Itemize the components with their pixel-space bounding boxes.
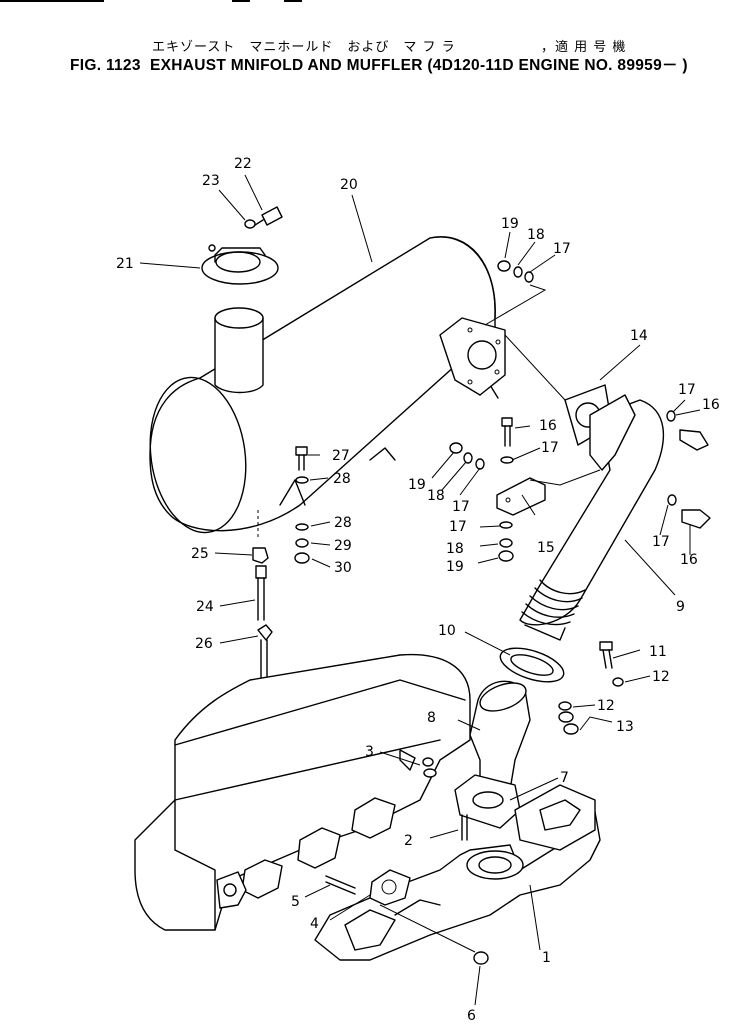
callout-7: 7 <box>560 770 569 786</box>
japanese-title: エキゾースト マニホールド および マ フ ラ <box>152 40 456 55</box>
bracket-15 <box>496 477 546 516</box>
callout-10: 10 <box>438 623 456 639</box>
callout-16b: 16 <box>702 397 720 413</box>
callout-12b: 12 <box>597 698 615 714</box>
callout-20: 20 <box>340 177 358 193</box>
exhaust-manifold-1 <box>314 784 601 961</box>
bolt-stack-left <box>294 446 310 564</box>
callout-17a: 17 <box>553 241 571 257</box>
callout-16c: 16 <box>680 552 698 568</box>
exhaust-pipe-9 <box>519 394 665 641</box>
callout-29: 29 <box>334 538 352 554</box>
callout-17e: 17 <box>449 519 467 535</box>
callout-17c: 17 <box>541 440 559 456</box>
callout-16a: 16 <box>539 418 557 434</box>
callout-27: 27 <box>332 448 350 464</box>
top-hardware <box>449 260 711 562</box>
callout-30: 30 <box>334 560 352 576</box>
callout-23: 23 <box>202 173 220 189</box>
callout-18a: 18 <box>527 227 545 243</box>
top-rule-mid <box>232 0 250 2</box>
applicability-label: ，適 用 号 機 <box>541 40 627 55</box>
callout-13: 13 <box>616 719 634 735</box>
callout-17f: 17 <box>652 534 670 550</box>
elbow-8 <box>469 680 531 791</box>
tailpipe-clamp <box>201 244 279 285</box>
callout-11: 11 <box>649 644 667 660</box>
hardware-11-13 <box>558 641 624 735</box>
nut-6 <box>473 951 489 965</box>
muffler-body <box>149 236 506 534</box>
top-rule-left <box>0 0 104 2</box>
callout-17b: 17 <box>678 382 696 398</box>
gasket-4 <box>369 869 411 906</box>
callout-4: 4 <box>310 916 319 932</box>
engine-block <box>134 653 471 931</box>
callout-21: 21 <box>116 256 134 272</box>
callout-2: 2 <box>404 833 413 849</box>
callout-19a: 19 <box>501 216 519 232</box>
callout-12a: 12 <box>652 669 670 685</box>
callout-26: 26 <box>195 636 213 652</box>
callout-28a: 28 <box>333 471 351 487</box>
callout-5: 5 <box>291 894 300 910</box>
callout-24: 24 <box>196 599 214 615</box>
top-rule-mid2 <box>284 0 302 2</box>
callout-19b: 19 <box>408 477 426 493</box>
leader-lines <box>139 174 701 1006</box>
callout-17d: 17 <box>452 499 470 515</box>
callout-18c: 18 <box>446 541 464 557</box>
callout-8: 8 <box>427 710 436 726</box>
callout-3: 3 <box>365 744 374 760</box>
figure-title: FIG. 1123 EXHAUST MNIFOLD AND MUFFLER (4… <box>70 57 688 74</box>
gasket-10 <box>499 647 565 683</box>
callout-28b: 28 <box>334 515 352 531</box>
callout-6: 6 <box>467 1008 476 1024</box>
callout-9: 9 <box>676 599 685 615</box>
callout-18b: 18 <box>427 488 445 504</box>
callout-25: 25 <box>191 546 209 562</box>
callout-22: 22 <box>234 156 252 172</box>
callout-15: 15 <box>537 540 555 556</box>
callout-14: 14 <box>630 328 648 344</box>
callout-19c: 19 <box>446 559 464 575</box>
callout-1: 1 <box>542 950 551 966</box>
studs <box>325 749 468 895</box>
bolt-22 <box>244 206 283 229</box>
callout-labels: 1 2 3 4 5 6 7 8 9 10 11 12 12 13 14 15 1… <box>116 156 720 1024</box>
